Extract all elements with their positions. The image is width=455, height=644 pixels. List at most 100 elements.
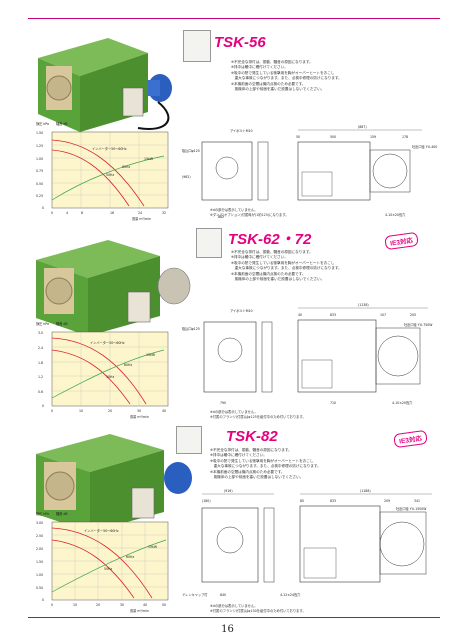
x-axis-label: 風量 m³/min: [132, 216, 151, 221]
y-tick: 0.50: [36, 182, 43, 186]
performance-chart-tsk82: 静圧 kPa 騒音 dB 3.00 2.50 2.00 1.50 1.00 0.…: [36, 511, 169, 613]
y-tick: 1.8: [38, 361, 43, 365]
y-tick: 0.75: [36, 169, 43, 173]
note-line: 風機体の上部や前面を塞いだ設置はしないでください。: [210, 475, 304, 480]
footnote-line: ※dの部分は表示していません。: [210, 604, 258, 608]
x-tick: 20: [96, 603, 100, 607]
y-tick: 1.50: [36, 131, 43, 135]
dim-label: 50: [296, 135, 300, 139]
x-axis-label: 風量 m³/min: [130, 414, 149, 419]
note-line: ※排中は暖中に確付けてください。: [231, 255, 288, 260]
dim-label: 吸込口φ125: [182, 326, 200, 331]
note-line: ※本機前面の空間は機内点検のため必要です。: [231, 81, 306, 86]
x-tick: 30: [120, 603, 124, 607]
curve-label: 15kW: [144, 157, 154, 161]
note-line: ※吸中の熱で発生している衝撃用を胸がオーバーヒートをおこし: [231, 260, 335, 265]
dim-label: 85: [300, 499, 304, 503]
y-tick: 1.00: [36, 157, 43, 161]
x-axis-label: 風量 m³/min: [130, 608, 149, 613]
dim-label: 209: [384, 499, 390, 503]
y-tick: 3.0: [38, 331, 43, 335]
curve-label: 60Hz: [124, 363, 132, 367]
page-number: 16: [221, 624, 234, 635]
product-photo-tsk62: [36, 240, 191, 336]
y-right-label: 騒音 dB: [56, 321, 68, 326]
section-tsk-62-72: TSK-62・72 IE3対応 ※不完全な排付は、振動、騒音の原因になります。 …: [0, 222, 455, 422]
y-tick: 3.00: [36, 521, 43, 525]
dim-label: 500: [330, 135, 336, 139]
performance-chart-tsk62: 静圧 kPa 騒音 dB 3.0 2.4 1.8 1.2 0.6 0 0 10 …: [36, 321, 169, 419]
curve-label: 60Hz: [122, 165, 130, 169]
note-line: 重大な事故につながります。また、点検中修理の妨げになります。: [231, 76, 342, 81]
dim-label: 40: [298, 313, 302, 317]
dim-label: (180): [202, 499, 211, 503]
legend-text: インバーター50～60Hz: [90, 340, 125, 345]
y-tick: 1.50: [36, 560, 43, 564]
note-line: ※不完全な排付は、振動、騒音の原因になります。: [231, 250, 313, 254]
y-tick: 0.50: [36, 586, 43, 590]
ie3-badge: IE3対応: [384, 231, 419, 251]
control-box-tsk62: [196, 228, 222, 258]
dim-label: 吸込口φ125: [182, 148, 200, 153]
x-tick: 8: [81, 211, 83, 215]
product-photo-tsk82: [36, 434, 192, 532]
dim-label: (1188): [360, 489, 371, 493]
footnote-line: ※ダンパ(オプション)付属時が(1約125)になります。: [210, 213, 289, 217]
footnote-line: ※dの部分は表示していません。: [210, 410, 258, 414]
dim-label: (887): [358, 125, 367, 129]
x-tick: 16: [110, 211, 114, 215]
x-tick: 10: [79, 409, 83, 413]
dim-label: 159: [370, 135, 376, 139]
x-tick: 20: [108, 409, 112, 413]
y-tick: 1.00: [36, 573, 43, 577]
x-tick: 24: [138, 211, 142, 215]
x-tick: 40: [143, 603, 147, 607]
dim-label: (916): [224, 489, 233, 493]
footnotes: ※dの部分は表示していません。 ※ダンパ(オプション)付属時が(1約125)にな…: [210, 208, 289, 218]
section-tsk-82: TSK-82 IE3対応 ※不完全な排付は、振動、騒音の原因になります。 ※排中…: [0, 424, 455, 616]
control-box-tsk82: [176, 426, 202, 454]
legend-text: インバーター50～60Hz: [92, 146, 127, 151]
x-tick: 0: [51, 409, 53, 413]
note-line: 風機体の上部や前面を塞いだ設置はしないでください。: [231, 87, 325, 92]
footnotes: ※dの部分は表示していません。 ※付属のフランジ(付属)はφ150を組付中のため…: [210, 604, 306, 614]
curve-label: 50Hz: [106, 173, 114, 177]
y-right-label: 騒音 dB: [56, 511, 68, 516]
top-rule: [28, 18, 440, 19]
model-title: TSK-56: [214, 34, 266, 51]
bottom-rule: [28, 617, 440, 618]
y-tick: 1.25: [36, 144, 43, 148]
y-tick: 0: [42, 598, 44, 602]
note-line: ※排中は暖中に確付けてください。: [210, 453, 267, 458]
dim-label: ドレンキャップ付: [182, 592, 208, 597]
ie3-badge: IE3対応: [393, 429, 428, 449]
y-tick: 0: [42, 404, 44, 408]
dim-label: アイボルトM10: [230, 128, 253, 133]
y-left-label: 静圧 kPa: [36, 321, 49, 326]
x-tick: 4: [66, 211, 68, 215]
dim-label: 710: [330, 401, 336, 405]
note-line: ※本機前面の空間は機内点検のため必要です。: [210, 469, 285, 474]
note-line: ※不完全な排付は、振動、騒音の原因になります。: [231, 60, 313, 64]
y-tick: 1.2: [38, 375, 43, 379]
footnote-line: ※付属のフランジ(付属)はφ150を組付中のため付いております。: [210, 609, 306, 613]
x-tick: 0: [51, 603, 53, 607]
caution-notes: ※不完全な排付は、振動、騒音の原因になります。 ※排中は暖中に確付けてください。…: [210, 448, 430, 480]
caution-notes: ※不完全な排付は、振動、騒音の原因になります。 ※排中は暖中に確付けてください。…: [231, 250, 431, 282]
note-line: 重大な事故につながります。また、点検中修理の妨げになります。: [231, 266, 342, 271]
dim-label: 吐出口径 YU-400: [412, 144, 437, 149]
note-line: ※排中は暖中に確付けてください。: [231, 65, 288, 70]
note-line: ※不完全な排付は、振動、騒音の原因になります。: [210, 448, 292, 452]
y-tick: 0: [42, 206, 44, 210]
x-tick: 30: [137, 409, 141, 413]
x-tick: 32: [162, 211, 166, 215]
note-line: ※本機前面の空間は機内点検のため必要です。: [231, 271, 306, 276]
curve-label: 15kW: [148, 545, 158, 549]
dim-label: アイボルトM10: [230, 308, 253, 313]
dim-label: 833: [330, 313, 336, 317]
dim-label: 178: [402, 135, 408, 139]
note-line: ※吸中の熱で発生している衝撃用を胸がオーバーヒートをおこし: [210, 458, 314, 463]
product-photo-tsk56: [38, 38, 172, 132]
x-tick: 50: [162, 603, 166, 607]
curve-label: 50Hz: [106, 375, 114, 379]
